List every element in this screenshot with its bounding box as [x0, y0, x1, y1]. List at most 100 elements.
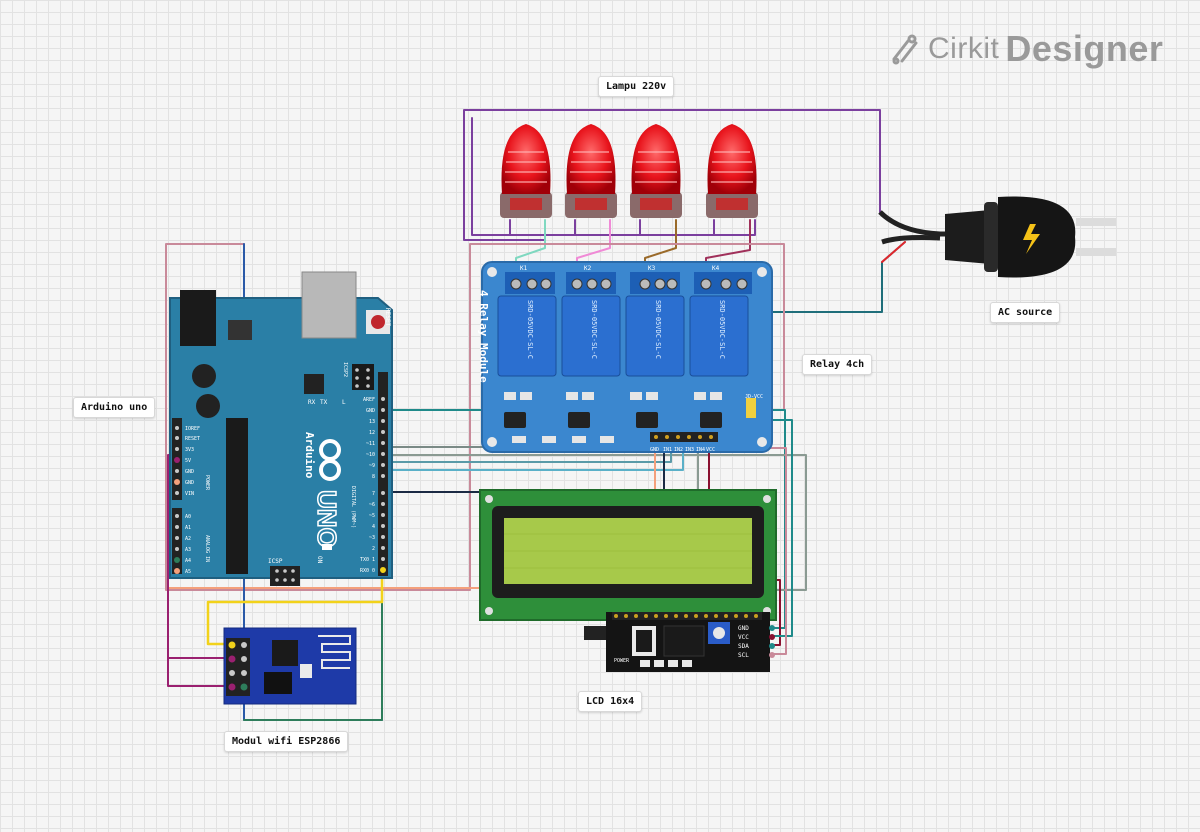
pin-gnd2: GND	[185, 480, 194, 486]
relay-pin-in2: IN2	[674, 447, 683, 453]
pin-2: 2	[372, 546, 375, 552]
atmega-chip	[226, 418, 248, 574]
lamp-1	[500, 124, 552, 218]
wire-yellow	[206, 573, 384, 646]
wire-pink-loop	[165, 243, 785, 591]
antenna-trace	[318, 635, 351, 669]
cirkit-logo-icon	[892, 34, 918, 65]
relay-k4: K4	[712, 265, 720, 272]
arduino-logo-icon	[319, 439, 341, 481]
lamp-3	[630, 124, 682, 218]
relay-pin-in3: IN3	[685, 447, 694, 453]
relay-module-title: 4 Relay Module	[477, 290, 490, 383]
relay-k1: K1	[520, 265, 528, 272]
power-label-i2c: POWER	[614, 658, 630, 664]
relay-module: SRD-05VDC-SL-C SRD-05VDC-SL-C SRD-05VDC-…	[477, 261, 773, 453]
relay-2-text: SRD-05VDC-SL-C	[590, 300, 598, 359]
pin-a5: A5	[185, 569, 191, 575]
pin-rx0: RX0 0	[360, 568, 375, 574]
pin-vin: VIN	[185, 491, 194, 497]
pin-5: ~5	[369, 513, 375, 519]
relay-pin-gnd: GND	[650, 447, 659, 453]
relay-pin-vcc: VCC	[706, 447, 715, 453]
lcd-16x4	[479, 489, 777, 621]
i2c-pin-vcc: VCC	[738, 634, 749, 641]
pin-13: 13	[369, 419, 375, 425]
relay-1-text: SRD-05VDC-SL-C	[526, 300, 534, 359]
relay-terminals	[505, 272, 752, 294]
wire-pin8	[385, 447, 684, 471]
i2c-pin-gnd: GND	[738, 625, 749, 632]
relay-3-text: SRD-05VDC-SL-C	[654, 300, 662, 359]
lamp-2	[565, 124, 617, 218]
relay-header-pins: GND IN1 IN2 IN3 IN4 VCC	[650, 432, 718, 453]
l-label: L	[342, 399, 346, 406]
arduino-uno: RESET ICSP2 Arduino UNO TX RX L ICSP ON …	[169, 271, 393, 586]
pin-reset: RESET	[185, 436, 200, 442]
reset-label: RESET	[384, 308, 391, 326]
wire-lamp-bus	[471, 117, 756, 236]
pin-3v3: 3V3	[185, 447, 194, 453]
relay-k3: K3	[648, 265, 656, 272]
pin-12: 12	[369, 430, 375, 436]
i2c-backpack: POWER GND VCC SDA SCL	[584, 612, 775, 672]
pin-9: ~9	[369, 463, 375, 469]
uno-label: UNO	[312, 490, 342, 548]
wire-i2c-teal	[769, 419, 793, 637]
pin-a0: A0	[185, 514, 191, 520]
arduino-brand: Arduino	[303, 432, 316, 479]
pin-a1: A1	[185, 525, 191, 531]
power-jack	[180, 290, 216, 346]
lamp-4	[706, 124, 758, 218]
label-lcd[interactable]: LCD 16x4	[578, 691, 643, 712]
wire-ac-purple	[463, 109, 881, 241]
pin-ioref: IOREF	[185, 426, 200, 432]
cirkit-designer-logo: Cirkit Designer	[890, 28, 1163, 70]
pin-3: ~3	[369, 535, 375, 541]
pin-4: 4	[372, 524, 375, 530]
wire-darkgreen	[243, 574, 383, 721]
i2c-pin-scl: SCL	[738, 652, 749, 659]
relay-jdvcc: JD-VCC	[745, 394, 763, 400]
pin-gnd-d: GND	[366, 408, 375, 414]
esp8266-module	[223, 627, 357, 705]
analog-title: ANALOG IN	[204, 535, 210, 562]
pin-tx0: TX0 1	[360, 557, 375, 563]
pin-a3: A3	[185, 547, 191, 553]
brand-name-bold: Designer	[1005, 28, 1164, 69]
digital-title: DIGITAL (PWM~)	[350, 486, 356, 528]
icsp-label: ICSP	[268, 558, 283, 565]
pin-a4: A4	[185, 558, 191, 564]
pin-5v: 5V	[185, 458, 191, 464]
label-ac-source[interactable]: AC source	[990, 302, 1061, 323]
lamps-group	[500, 124, 758, 218]
label-lamps[interactable]: Lampu 220v	[598, 76, 675, 97]
brand-name-light: Cirkit	[928, 32, 1000, 65]
pin-6: ~6	[369, 502, 375, 508]
usb-port	[301, 271, 357, 339]
on-label: ON	[316, 556, 323, 564]
label-wifi[interactable]: Modul wifi ESP2866	[224, 731, 349, 752]
rx-label: RX	[308, 399, 316, 406]
relay-4-text: SRD-05VDC-SL-C	[718, 300, 726, 359]
pin-7: 7	[372, 491, 375, 497]
ac-plug	[878, 196, 1116, 278]
relay-pin-in4: IN4	[696, 447, 705, 453]
relay-pin-in1: IN1	[663, 447, 672, 453]
power-title: POWER	[204, 475, 210, 491]
tx-label: TX	[320, 399, 328, 406]
i2c-pin-sda: SDA	[738, 643, 749, 650]
pin-aref: AREF	[363, 397, 375, 403]
lightning-icon	[1023, 224, 1040, 254]
label-relay[interactable]: Relay 4ch	[802, 354, 873, 375]
pin-8: 8	[372, 474, 375, 480]
relay-k2: K2	[584, 265, 592, 272]
pin-a2: A2	[185, 536, 191, 542]
icsp2-label: ICSP2	[342, 362, 348, 377]
pin-10: ~10	[366, 452, 375, 458]
pin-gnd1: GND	[185, 469, 194, 475]
pin-11: ~11	[366, 441, 375, 447]
relay-cubes	[497, 295, 749, 377]
label-arduino[interactable]: Arduino uno	[73, 397, 156, 418]
